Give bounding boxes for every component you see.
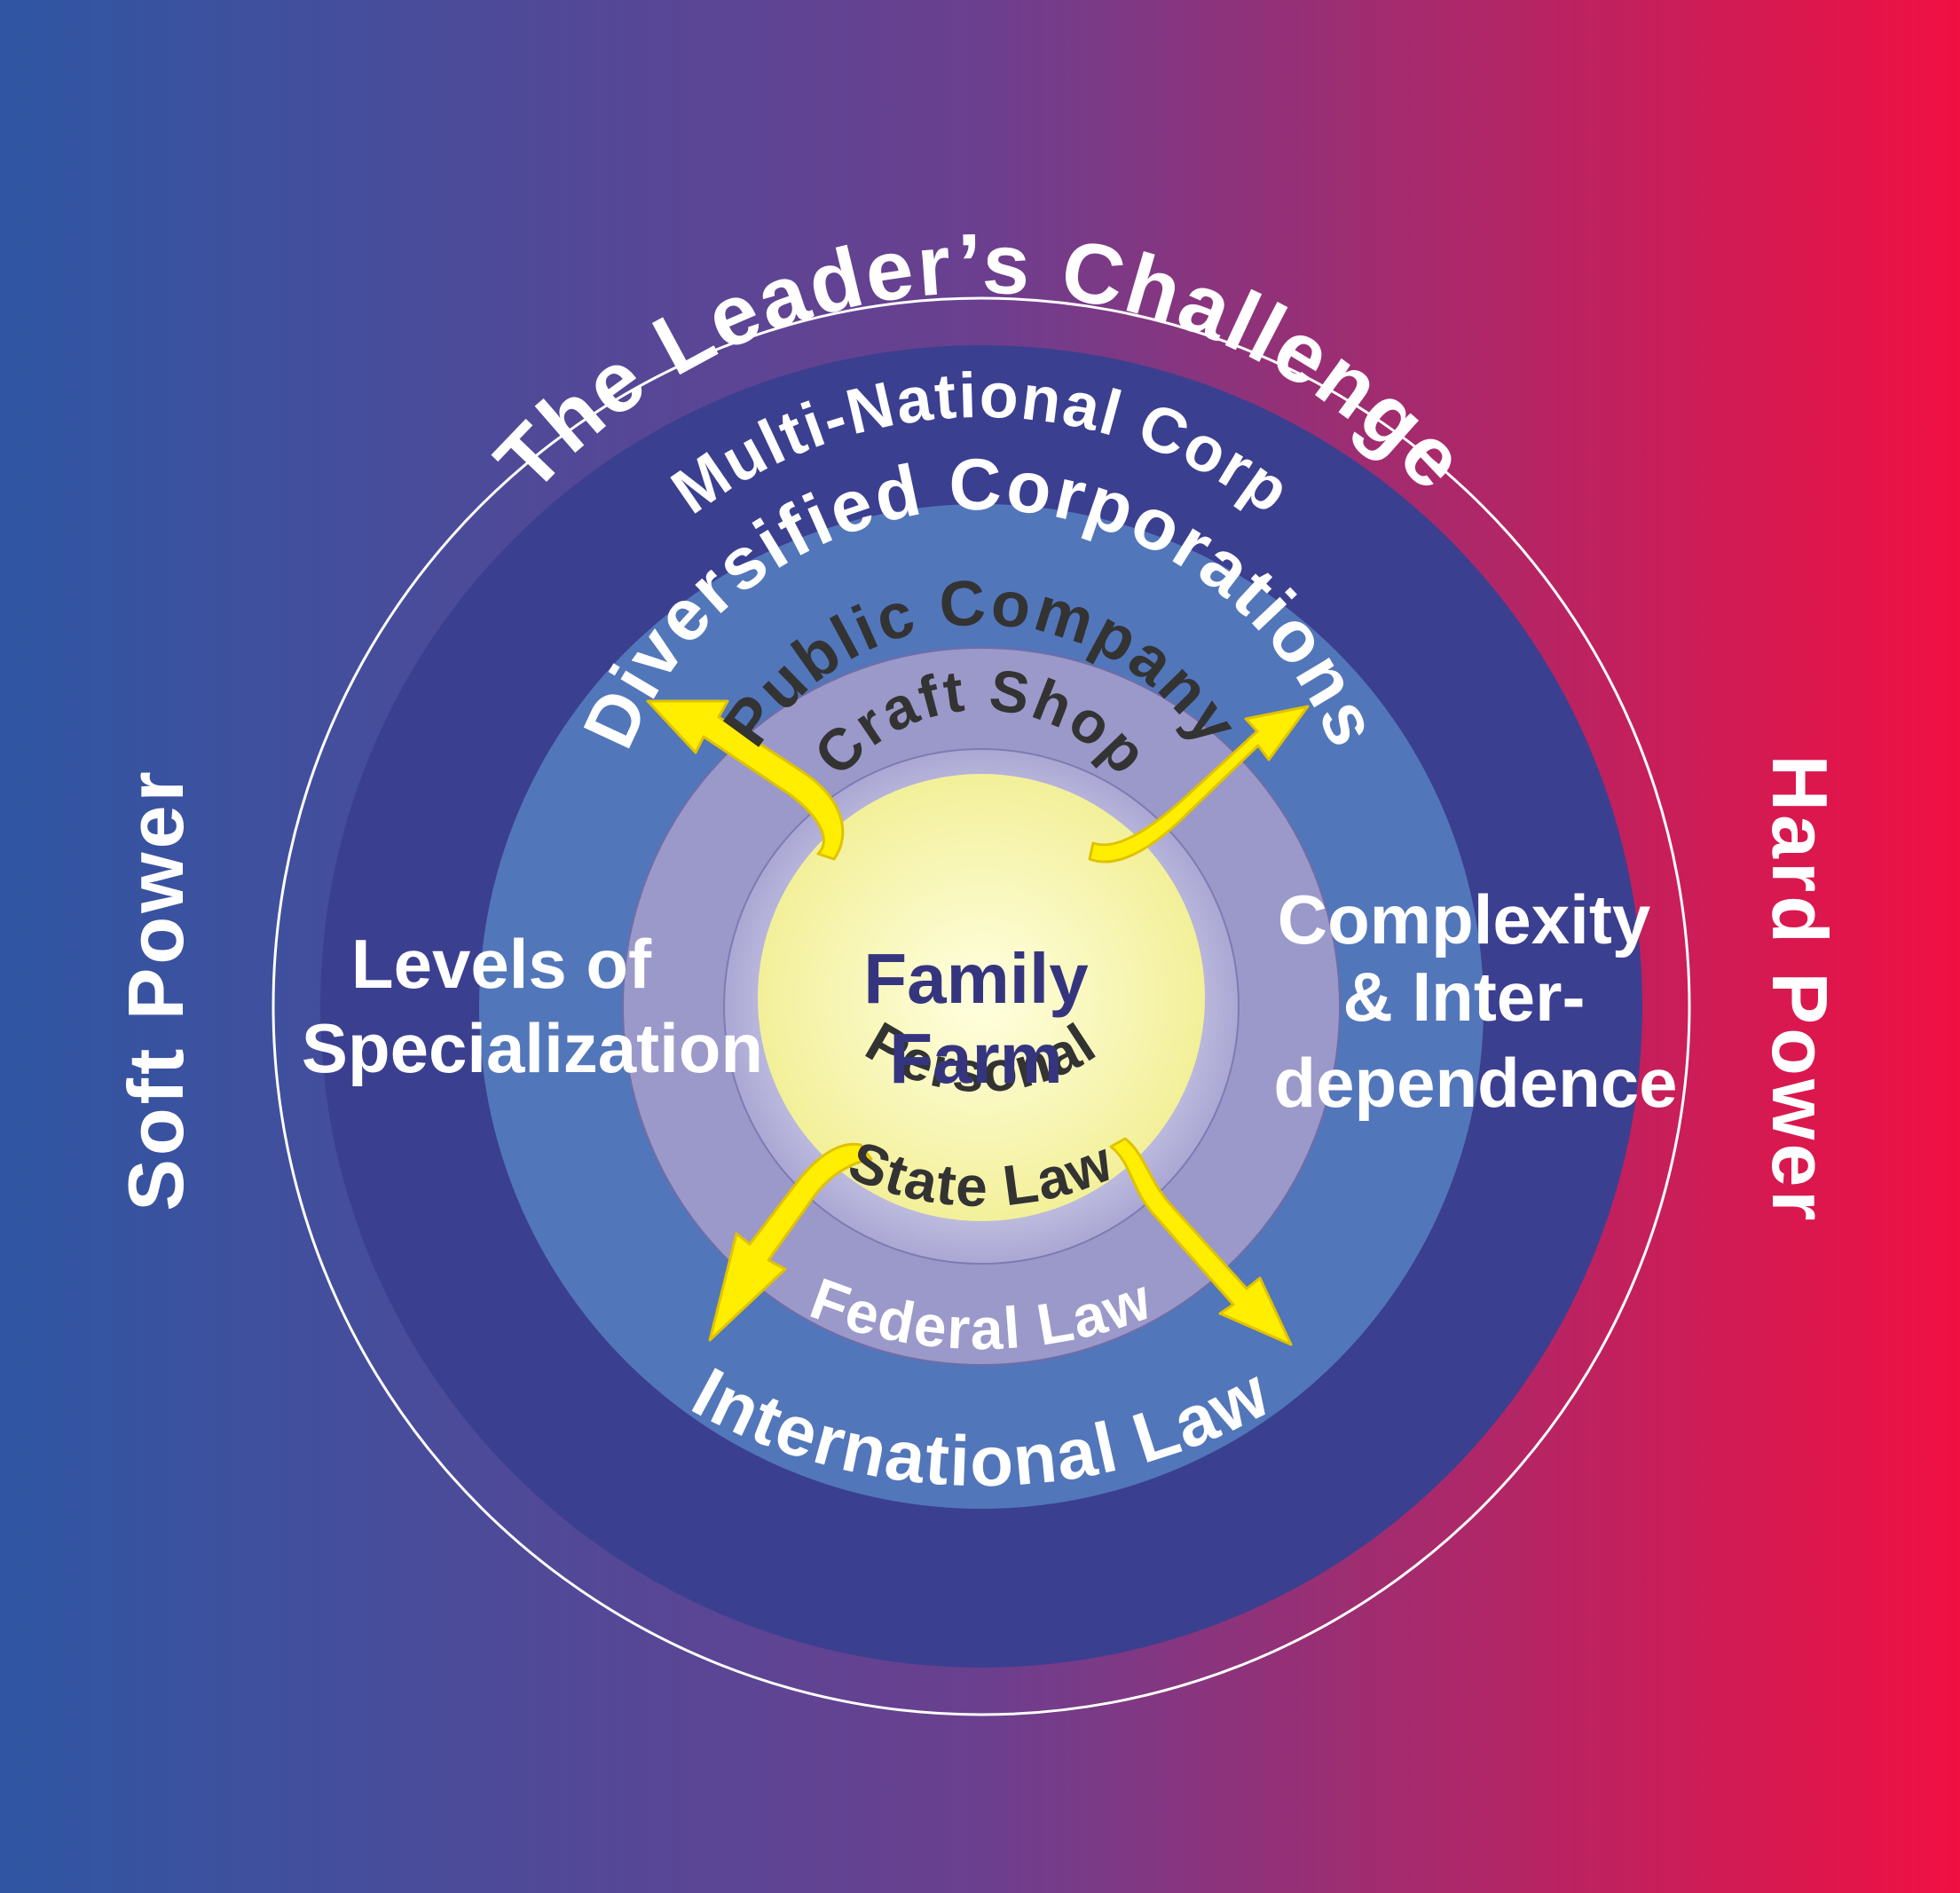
- complexity-line3: dependence: [1273, 1044, 1677, 1122]
- complexity-line1: Complexity: [1278, 880, 1650, 958]
- core-circle: [758, 774, 1205, 1221]
- soft-power-label: Soft Power: [112, 768, 200, 1211]
- arrow-up-left-icon: [646, 699, 845, 861]
- core-label-line2: Farm: [889, 1019, 1063, 1098]
- arrows: [646, 699, 1310, 1346]
- hard-power-label: Hard Power: [1756, 754, 1844, 1224]
- arrow-down-left-icon: [708, 1142, 873, 1342]
- levels-specialization-line1: Levels of: [351, 925, 652, 1003]
- levels-specialization-line2: Specialization: [302, 1009, 763, 1087]
- outer-boundary-ring: [272, 296, 1691, 1716]
- arrow-down-right-icon: [1109, 1137, 1293, 1346]
- arrow-up-right-icon: [1088, 705, 1310, 864]
- complexity-line2: & Inter-: [1343, 958, 1586, 1036]
- core-label-line1: Family: [863, 939, 1089, 1018]
